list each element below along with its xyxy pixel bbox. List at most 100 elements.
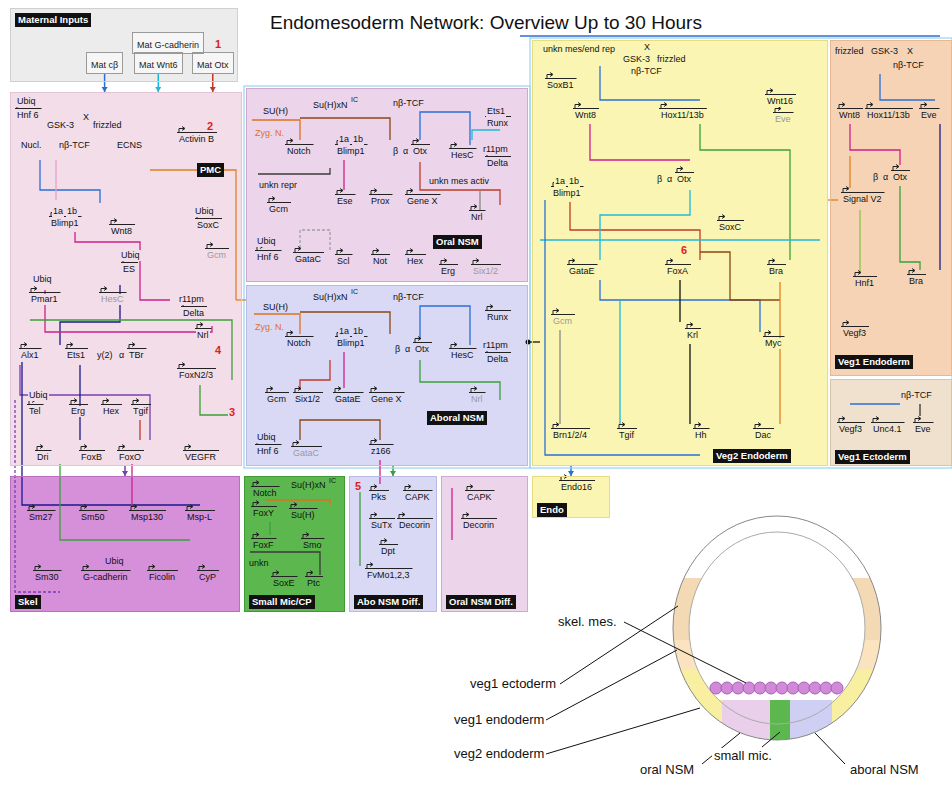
- gene-glyph: [767, 259, 786, 265]
- gene-glyph: [717, 215, 744, 221]
- gene-label: GataC: [292, 448, 320, 459]
- gene-label: Wnt8: [574, 110, 597, 121]
- gene-glyph: [127, 343, 147, 349]
- gene-glyph: [29, 287, 61, 293]
- region-heading: Aboral NSM: [427, 411, 487, 425]
- gene-label: Bra: [768, 266, 784, 277]
- gene-glyph: [907, 269, 926, 275]
- embryo-part: [660, 670, 900, 750]
- figure-label: veg2 endoderm: [452, 746, 546, 762]
- gene-label: Dac: [754, 430, 772, 441]
- figure-label: aboral NSM: [848, 762, 921, 778]
- gene-label: Gcm: [268, 204, 289, 215]
- network-wire: [55, 160, 56, 200]
- network-wire: [526, 340, 531, 345]
- network-wire: [75, 232, 170, 300]
- input-label: Ubiq: [32, 274, 53, 285]
- input-label: r11pm: [482, 340, 509, 351]
- input-label: unkn mes activ: [428, 176, 490, 187]
- input-box: Mat cβ: [86, 52, 123, 74]
- superscript-label: IC: [350, 96, 359, 104]
- input-label: β: [392, 146, 399, 157]
- gene-glyph: [129, 505, 166, 511]
- figure-label: small mic.: [712, 748, 774, 764]
- gene-glyph: [865, 103, 913, 109]
- gene-glyph: [251, 501, 277, 507]
- gene-glyph: [271, 571, 298, 577]
- embryo-part: [660, 700, 900, 750]
- gene-glyph: [265, 387, 289, 393]
- gene-glyph: [69, 399, 88, 405]
- gene-label: Gcm: [266, 394, 287, 405]
- region-heading: Maternal Inputs: [15, 13, 91, 27]
- region-box: Veg1 Endoderm: [830, 40, 952, 376]
- callout-number: 2: [206, 120, 214, 132]
- network-wire: [343, 160, 344, 190]
- region-fill: [830, 379, 952, 466]
- network-wire: [420, 360, 500, 400]
- input-label: Su(H)xN: [312, 292, 349, 303]
- region-fill: [246, 88, 528, 282]
- gene-glyph: [205, 243, 229, 249]
- gene-label: Nrl: [470, 394, 484, 405]
- gene-label: Zyg. N.: [254, 322, 285, 333]
- region-heading: PMC: [197, 163, 224, 177]
- region-fill: [830, 40, 952, 376]
- embryo-part: [770, 700, 790, 750]
- gene-glyph: [33, 565, 62, 571]
- input-label: Ubiq: [194, 206, 215, 217]
- network-wire: [252, 120, 300, 140]
- gene-glyph: [333, 387, 364, 393]
- region-heading: Oral NSM: [433, 235, 482, 249]
- input-label: nβ-TCF: [58, 140, 91, 151]
- network-wire: [379, 460, 380, 484]
- input-box: Mat Wnt6: [134, 52, 183, 74]
- gene-glyph: [461, 513, 497, 519]
- gene-glyph: [35, 445, 52, 451]
- region-fill: [134, 52, 183, 74]
- input-label: Ubiq: [256, 236, 277, 247]
- input-label: Ubiq: [120, 250, 141, 261]
- network-wire: [779, 282, 780, 424]
- gene-glyph: [251, 481, 280, 487]
- region-fill: [10, 8, 238, 82]
- gene-label: Vegf3: [842, 328, 867, 339]
- gene-label: Hox11/13b: [866, 110, 911, 121]
- region-heading: Oral NSM Diff.: [446, 595, 516, 609]
- gene-label: Otx: [412, 146, 428, 157]
- gene-label: Erg: [440, 266, 456, 277]
- gene-label: Notch: [286, 338, 312, 349]
- gene-label: FoxY: [252, 508, 275, 519]
- input-label: X: [643, 42, 651, 53]
- input-label: SU(H): [262, 302, 289, 313]
- gene-label: Delta: [182, 308, 205, 319]
- network-wire: [880, 74, 935, 100]
- gene-glyph: [545, 73, 577, 79]
- input-label: nβ-TCF: [392, 98, 425, 109]
- gene-glyph: [291, 441, 322, 447]
- input-label: Su(H)xN: [290, 480, 327, 491]
- gene-glyph: [449, 143, 477, 149]
- region-heading: Skel: [15, 595, 41, 609]
- gene-label: Tel: [28, 406, 42, 417]
- gene-glyph: [379, 539, 398, 545]
- connector-group: [102, 74, 108, 92]
- callout-number: 1: [214, 38, 222, 50]
- gene-label: Decorin: [398, 520, 431, 531]
- callout-number: 3: [228, 406, 236, 418]
- gene-glyph: [109, 219, 135, 225]
- gene-glyph: [891, 165, 910, 171]
- network-wire: [859, 210, 860, 272]
- embryo-part: [624, 622, 746, 683]
- network-wire: [343, 352, 344, 388]
- region-fill: [532, 40, 828, 466]
- input-label: r11pm: [178, 294, 205, 305]
- network-wire: [520, 35, 940, 36]
- callout-number: 6: [680, 244, 688, 256]
- figure-label: veg1 ectoderm: [468, 676, 558, 692]
- gene-label: Alx1: [20, 350, 40, 361]
- callout-number: 5: [354, 480, 362, 492]
- network-wire: [619, 300, 620, 424]
- connector-group: [210, 74, 216, 92]
- region-heading: Veg1 Ectoderm: [835, 450, 910, 464]
